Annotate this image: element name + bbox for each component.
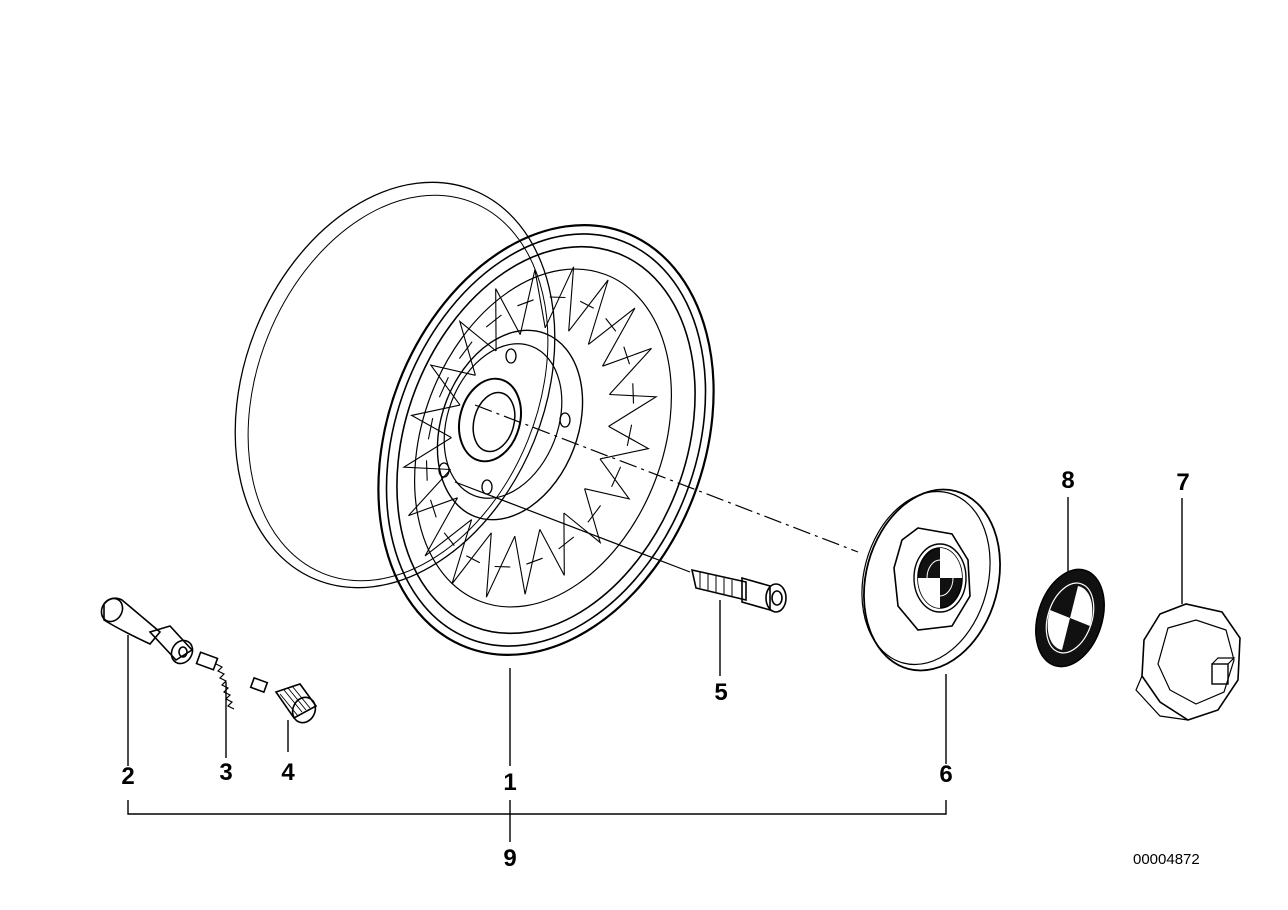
wheel-spoke-cross <box>485 314 502 328</box>
wheel-spoke-cross <box>632 383 635 404</box>
emblem-badge <box>1035 568 1105 668</box>
wheel-spoke <box>495 288 521 352</box>
valve-cap <box>274 683 318 724</box>
wheel-spoke <box>588 307 636 367</box>
wheel-spoke <box>424 497 472 557</box>
wheel-spoke <box>539 512 565 576</box>
valve-core <box>195 651 269 710</box>
callout-8: 8 <box>1061 467 1075 494</box>
wheel-spoke-cross <box>623 346 631 365</box>
wheel-spoke <box>544 266 575 332</box>
callout-6: 6 <box>939 761 953 788</box>
wheel-spoke <box>402 437 452 471</box>
wheel-spoke-cross <box>458 341 473 359</box>
wheel-spoke <box>485 532 516 598</box>
callout-3: 3 <box>219 759 233 786</box>
wheel-spoke-cross <box>494 565 511 568</box>
wheel-spoke-cross <box>558 536 575 550</box>
wheel-spoke-cross <box>549 296 566 299</box>
wheel-spoke-cross <box>443 532 455 546</box>
callout-7: 7 <box>1176 469 1190 496</box>
wheel-spoke-cross <box>611 466 622 488</box>
drawing-number: 00004872 <box>1133 851 1200 868</box>
hub-cap <box>861 488 1001 672</box>
wheel-spoke-cross <box>517 299 534 307</box>
wheel-bolt <box>690 568 787 613</box>
wheel-spoke-cross <box>466 555 481 564</box>
leader-lines <box>127 497 1183 842</box>
wheel-front <box>377 224 715 656</box>
callout-5: 5 <box>714 679 728 706</box>
wheel-spoke <box>563 488 602 545</box>
hub-cap-tool <box>1135 603 1241 721</box>
wheel-spoke-cross <box>587 505 602 523</box>
wheel-spoke-cross <box>438 376 449 398</box>
rim-back-edge <box>234 181 556 589</box>
wheel-spoke <box>584 458 631 500</box>
wheel-spoke <box>519 269 546 335</box>
center-axis-line <box>474 404 859 553</box>
wheel-spoke-cross <box>425 460 428 481</box>
wheel-spoke <box>514 529 541 595</box>
wheel-spoke <box>608 393 658 427</box>
wheel-spoke <box>451 519 492 585</box>
callout-4: 4 <box>281 759 295 786</box>
valve-stem <box>100 597 194 665</box>
wheel-spoke <box>599 425 650 460</box>
wheel-spoke-cross <box>579 300 594 309</box>
wheel-spoke <box>429 364 476 406</box>
wheel-spoke <box>568 279 609 345</box>
callout-1: 1 <box>503 769 517 796</box>
callout-2: 2 <box>121 763 135 790</box>
callout-9: 9 <box>503 845 517 872</box>
bolt-axis-line <box>454 481 691 573</box>
wheel-spoke-cross <box>526 557 543 565</box>
wheel-spoke <box>602 347 652 395</box>
wheel-spoke-cross <box>427 417 434 440</box>
wheel-spoke <box>458 319 497 376</box>
wheel-spoke <box>410 404 461 439</box>
wheel-spoke-cross <box>605 318 617 332</box>
wheel-spoke-cross <box>626 424 633 447</box>
wheel-spoke-cross <box>429 499 437 518</box>
hub-cap-badge <box>917 547 963 609</box>
wheel-spoke <box>408 469 458 517</box>
